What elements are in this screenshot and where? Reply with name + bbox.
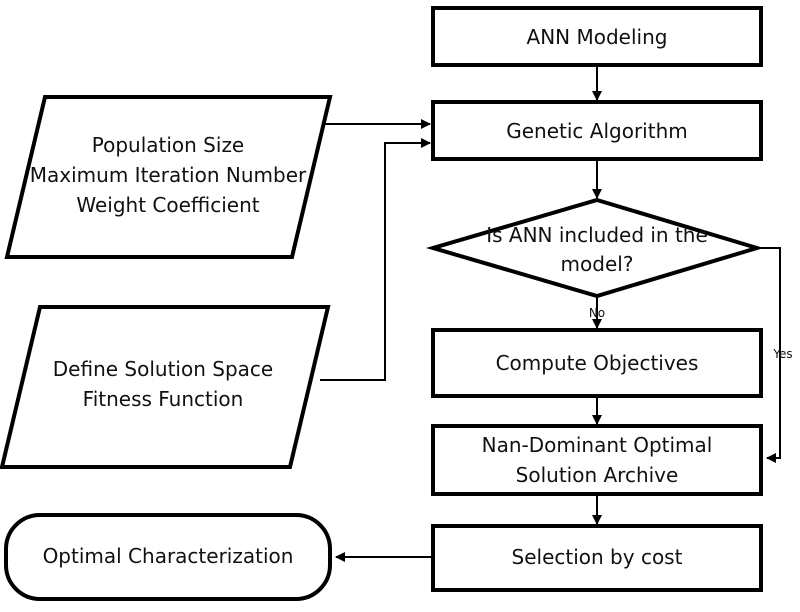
decision-line-1: Is ANN included in the bbox=[486, 223, 708, 247]
edge-label-no: No bbox=[589, 306, 605, 320]
node-parameters: Population Size Maximum Iteration Number… bbox=[4, 95, 333, 259]
node-selection-by-cost: Selection by cost bbox=[431, 524, 763, 592]
node-optimal-characterization-label: Optimal Characterization bbox=[43, 544, 294, 568]
arrow-solution-space-to-ga bbox=[320, 138, 431, 381]
archive-line-2: Solution Archive bbox=[516, 463, 679, 487]
decision-line-2: model? bbox=[561, 252, 634, 276]
node-ann-modeling-label: ANN Modeling bbox=[527, 25, 668, 49]
archive-line-1: Nan-Dominant Optimal bbox=[482, 433, 713, 457]
node-ann-modeling: ANN Modeling bbox=[431, 6, 763, 67]
param-maximum-iteration-number: Maximum Iteration Number bbox=[30, 163, 307, 187]
connectors bbox=[320, 65, 781, 562]
node-compute-objectives: Compute Objectives bbox=[431, 328, 763, 398]
param-weight-coefficient: Weight Coefficient bbox=[76, 193, 259, 217]
node-archive: Nan-Dominant Optimal Solution Archive bbox=[431, 424, 763, 496]
node-solution-space: Define Solution Space Fitness Function bbox=[0, 305, 331, 469]
node-genetic-algorithm-label: Genetic Algorithm bbox=[506, 119, 687, 143]
param-population-size: Population Size bbox=[92, 133, 245, 157]
edge-label-yes: Yes bbox=[772, 347, 792, 361]
node-selection-by-cost-label: Selection by cost bbox=[512, 545, 683, 569]
node-decision: Is ANN included in the model? bbox=[425, 197, 764, 299]
arrow-decision-yes-to-archive bbox=[757, 247, 781, 463]
node-genetic-algorithm: Genetic Algorithm bbox=[431, 100, 763, 161]
solution-space-line-1: Define Solution Space bbox=[53, 357, 273, 381]
solution-space-line-2: Fitness Function bbox=[83, 387, 244, 411]
node-optimal-characterization: Optimal Characterization bbox=[4, 513, 332, 601]
node-compute-objectives-label: Compute Objectives bbox=[496, 351, 699, 375]
